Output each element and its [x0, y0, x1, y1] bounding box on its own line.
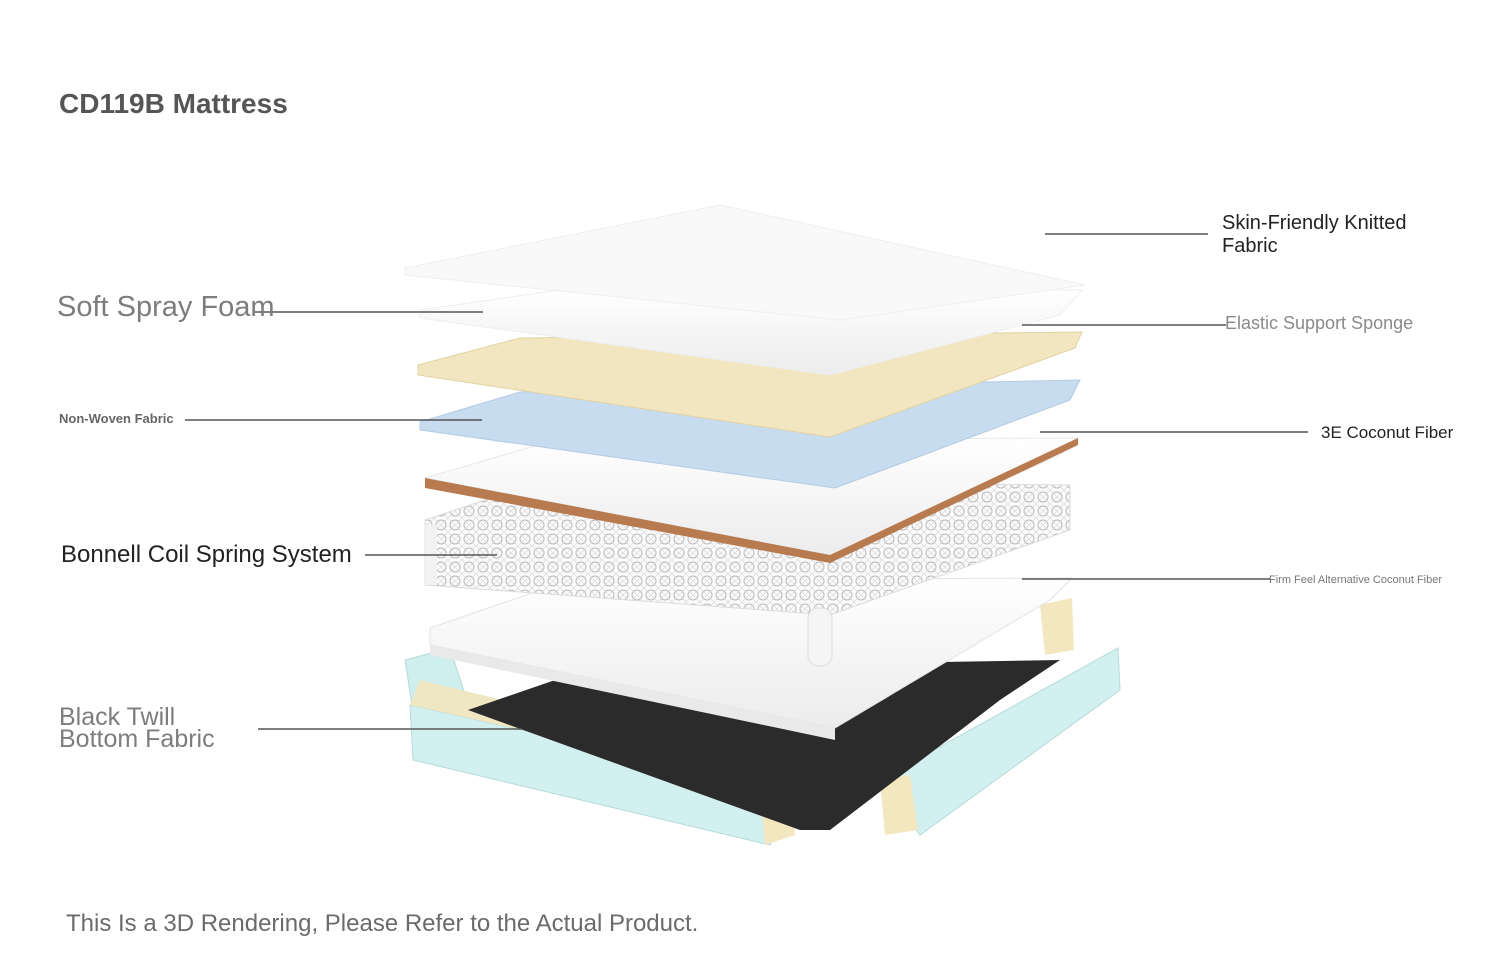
black-twill-bottom-fabric [468, 660, 1060, 830]
label-elastic-support-sponge: Elastic Support Sponge [1225, 313, 1414, 333]
page-title: CD119B Mattress [59, 88, 288, 119]
rendering-disclaimer: This Is a 3D Rendering, Please Refer to … [66, 910, 699, 937]
leader-lines [185, 233, 1308, 730]
blue-sponge-layer [419, 379, 1081, 489]
label-soft-spray-foam: Soft Spray Foam [57, 291, 275, 323]
label-3e-coconut-fiber: 3E Coconut Fiber [1321, 423, 1454, 442]
top-knitted-fabric-layer [404, 204, 1086, 321]
cream-foam-layer [417, 331, 1083, 438]
label-black-twill-bottom-fabric: Black Twill Bottom Fabric [59, 703, 215, 753]
bottom-frame [404, 598, 1121, 846]
label-firm-feel-coconut-fiber: Firm Feel Alternative Coconut Fiber [1269, 574, 1443, 586]
label-bonnell-coil-spring: Bonnell Coil Spring System [61, 541, 352, 568]
label-non-woven-fabric: Non-Woven Fabric [59, 411, 174, 426]
label-skin-friendly-fabric: Skin-Friendly Knitted Fabric [1222, 212, 1407, 257]
